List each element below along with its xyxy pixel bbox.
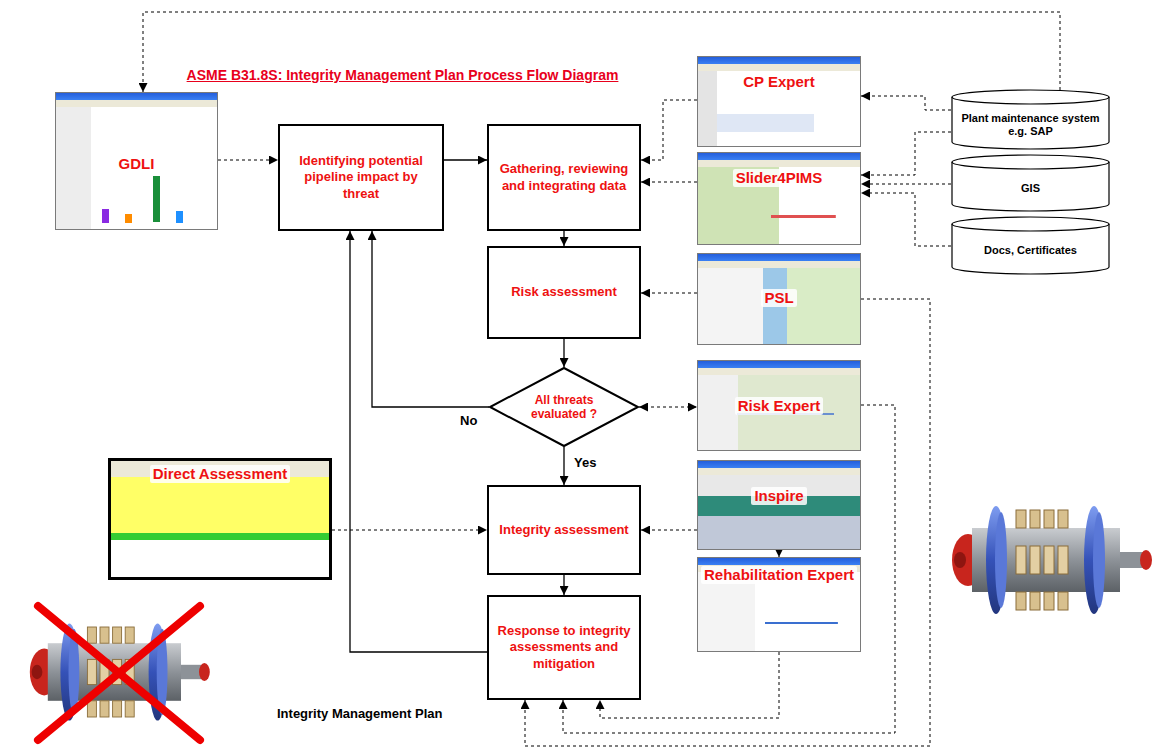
data-link-arrow — [332, 530, 487, 531]
process-box: Integrity assessment — [487, 485, 641, 575]
database-cylinder: Docs, Certificates — [951, 217, 1110, 275]
data-link-arrow — [639, 407, 697, 408]
cylinder-body — [952, 90, 1109, 149]
inspection-pig — [952, 506, 1152, 614]
flow-arrow — [372, 231, 489, 407]
edge-label: No — [458, 413, 479, 428]
cross-mark — [38, 606, 200, 740]
software-screenshot: Slider4PIMS — [697, 152, 861, 245]
node-label: Docs, Certificates — [984, 244, 1077, 257]
data-link-arrow — [861, 184, 951, 185]
node-label: Risk Expert — [735, 397, 824, 415]
diagram-title: ASME B31.8S: Integrity Management Plan P… — [180, 66, 625, 84]
data-link-arrow — [641, 293, 697, 294]
flow-arrow — [563, 231, 564, 246]
node-label: Risk assessment — [511, 284, 617, 300]
edge-label: Yes — [572, 455, 598, 470]
node-label: PSL — [761, 289, 796, 307]
node-label: Slider4PIMS — [733, 169, 826, 187]
cylinder-rim — [952, 224, 1109, 231]
database-cylinder: Plant maintenance system e.g. SAP — [951, 90, 1110, 150]
data-link-arrow — [779, 550, 780, 557]
flow-arrow — [444, 159, 487, 160]
process-box: Response to integrity assessments and mi… — [487, 595, 641, 700]
node-label: CP Expert — [740, 73, 817, 91]
decision-diamond: All threats evaluated ? — [489, 367, 639, 447]
data-link-arrow — [641, 100, 697, 160]
database-cylinder: GIS — [951, 155, 1110, 212]
cylinder-body — [952, 155, 1109, 211]
process-box: Gathering, reviewing and integrating dat… — [487, 124, 641, 231]
node-label: All threats evaluated ? — [520, 393, 608, 422]
cylinder-rim — [952, 162, 1109, 169]
process-box: Risk assessment — [487, 246, 641, 339]
software-screenshot: Inspire — [697, 460, 861, 550]
data-link-arrow — [143, 12, 1060, 92]
data-link-arrow — [861, 132, 951, 175]
software-screenshot: Direct Assessment — [108, 458, 332, 580]
node-label: Rehabilitation Expert — [701, 566, 857, 584]
node-label: GDLI — [116, 155, 158, 173]
software-screenshot: PSL — [697, 253, 861, 345]
plan-label: Integrity Management Plan — [275, 706, 444, 721]
node-label: Response to integrity assessments and mi… — [497, 623, 631, 672]
node-label: Identifying potential pipeline impact by… — [288, 153, 434, 202]
flow-arrow — [563, 339, 564, 367]
software-screenshot: Rehabilitation Expert — [697, 557, 861, 652]
process-box: Identifying potential pipeline impact by… — [278, 124, 444, 231]
software-screenshot: Risk Expert — [697, 360, 861, 451]
flow-arrow — [350, 231, 487, 652]
flow-arrow — [563, 575, 564, 595]
data-link-arrow — [641, 182, 697, 183]
data-link-arrow — [641, 530, 697, 531]
software-screenshot: CP Expert — [697, 56, 861, 147]
node-label: Integrity assessment — [499, 522, 628, 538]
cylinder-body — [952, 217, 1109, 274]
cylinder-rim — [952, 97, 1109, 104]
data-link-arrow — [861, 193, 951, 246]
software-screenshot: GDLI — [55, 92, 218, 230]
node-label: Plant maintenance system e.g. SAP — [957, 112, 1104, 138]
node-label: GIS — [1021, 182, 1040, 195]
diamond-shape — [490, 368, 638, 446]
flow-arrow — [563, 447, 564, 485]
data-link-arrow — [218, 160, 278, 161]
node-label: Gathering, reviewing and integrating dat… — [497, 161, 631, 194]
node-label: Inspire — [751, 487, 806, 505]
cross-mark — [38, 606, 200, 740]
node-label: Direct Assessment — [150, 465, 291, 483]
data-link-arrow — [861, 96, 951, 110]
connector-group — [143, 12, 1060, 746]
